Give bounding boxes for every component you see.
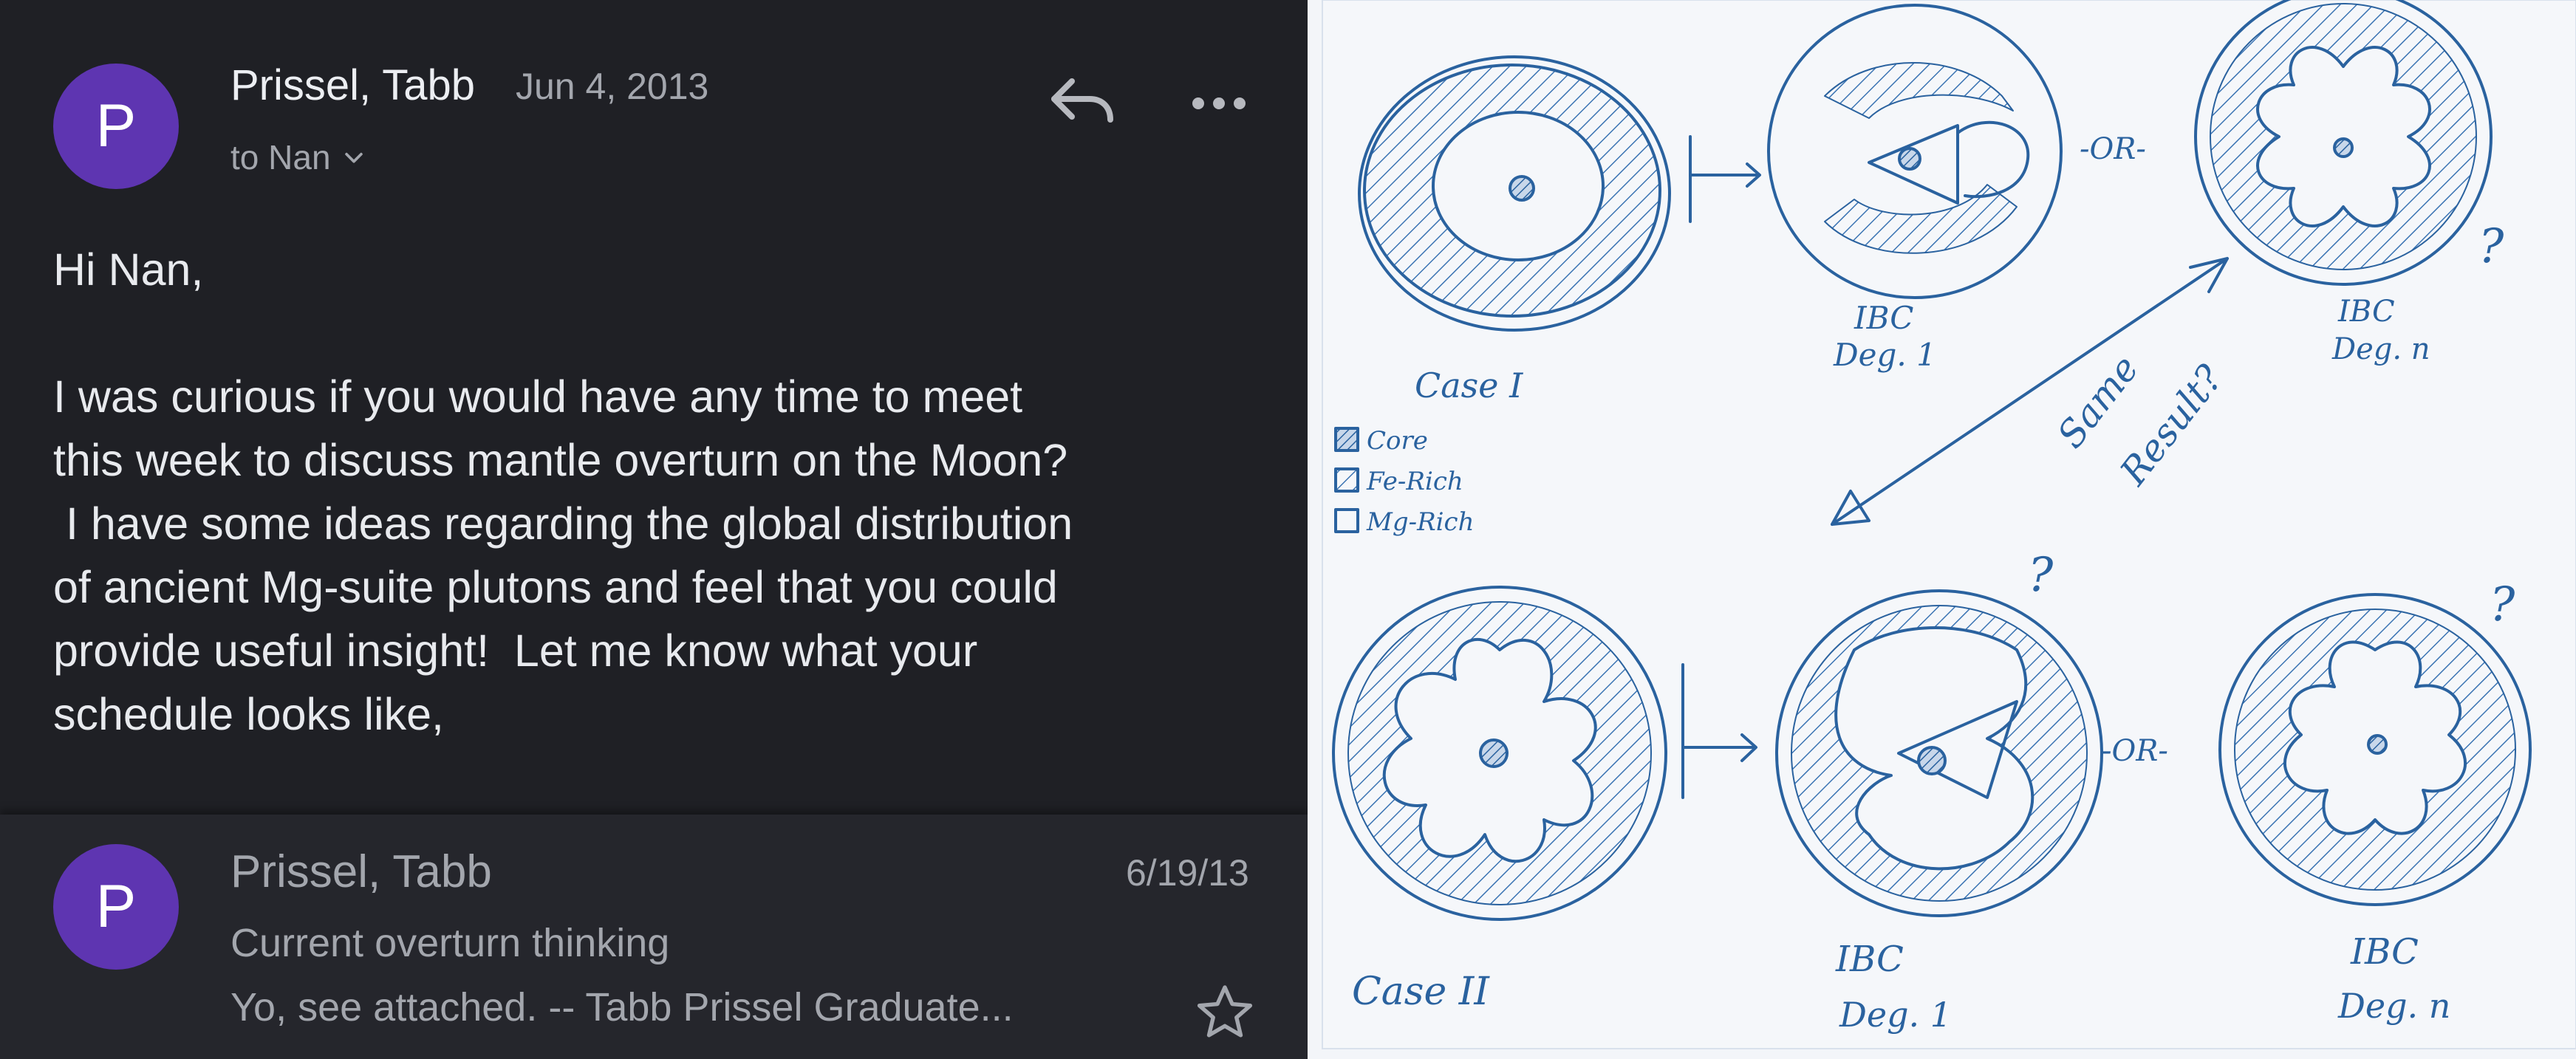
sender-avatar[interactable]: P (53, 844, 179, 970)
reply-button[interactable] (1042, 69, 1123, 136)
ibc-deg1-bottom-planet (1775, 589, 2103, 917)
body-line: this week to discuss mantle overturn on … (53, 435, 1068, 485)
body-line: I was curious if you would have any time… (53, 371, 1023, 422)
recipient-label: to Nan (230, 138, 331, 176)
email-thread-panel: P Prissel, Tabb Jun 4, 2013 to Nan Hi Na… (0, 0, 1308, 1059)
legend-mg-label: Mg-Rich (1366, 507, 1474, 537)
recipient-toggle[interactable]: to Nan (230, 137, 366, 177)
label-ibc-degn-top: IBC (2337, 295, 2395, 329)
attached-sketch-image: Case I Case II IBC Deg. 1 IBC Deg. n IBC… (1308, 0, 2576, 1059)
collapsed-message[interactable]: P Prissel, Tabb 6/19/13 Current overturn… (0, 815, 1308, 1059)
body-line: schedule looks like, (53, 689, 444, 739)
legend-core-swatch (1334, 427, 1359, 452)
same-result-arrow (1831, 257, 2229, 526)
label-ibc-deg1-top: IBC (1854, 300, 1913, 336)
label-or-top: -OR- (2080, 132, 2146, 166)
legend-fe-swatch (1334, 467, 1359, 493)
label-ibc-deg1-bottom-deg: Deg. 1 (1839, 995, 1952, 1035)
more-options-icon (1192, 97, 1246, 109)
body-line: of ancient Mg-suite plutons and feel tha… (53, 562, 1058, 612)
sender-avatar[interactable]: P (53, 64, 179, 189)
ibc-deg1-top-planet (1767, 4, 2063, 299)
message-subject: Current overturn thinking (230, 921, 670, 965)
label-case1: Case I (1415, 366, 1523, 405)
arrow-case1-to-ibc1 (1689, 135, 1761, 223)
label-case2: Case II (1352, 970, 1490, 1014)
body-line: Hi Nan, (53, 244, 204, 295)
reply-icon (1051, 78, 1113, 123)
case2-planet (1332, 586, 1667, 921)
question-mark: ? (2478, 219, 2504, 274)
question-mark: ? (2490, 578, 2515, 632)
body-line: I have some ideas regarding the global d… (53, 498, 1073, 549)
star-button[interactable] (1188, 976, 1262, 1049)
label-ibc-deg1-bottom: IBC (1835, 939, 1904, 980)
label-ibc-degn-top-deg: Deg. n (2331, 332, 2430, 366)
ibc-degn-bottom-planet (2218, 593, 2532, 906)
avatar-letter: P (95, 92, 137, 160)
message-date: 6/19/13 (1126, 852, 1249, 894)
legend-mg-swatch (1334, 508, 1359, 533)
message-snippet: Yo, see attached. -- Tabb Prissel Gradua… (230, 985, 1014, 1029)
avatar-letter: P (95, 873, 137, 940)
label-ibc-degn-bottom: IBC (2350, 931, 2419, 973)
message-date: Jun 4, 2013 (516, 66, 709, 107)
ibc-degn-top-planet (2194, 0, 2493, 286)
star-icon (1197, 985, 1253, 1038)
label-or-bottom: -OR- (2102, 734, 2168, 768)
question-mark: ? (2028, 548, 2054, 603)
legend-core-label: Core (1367, 426, 1428, 456)
more-options-button[interactable] (1182, 81, 1256, 126)
label-ibc-deg1-top-deg: Deg. 1 (1833, 337, 1936, 373)
chevron-down-icon (344, 152, 363, 163)
legend-fe-label: Fe-Rich (1366, 467, 1463, 496)
case1-planet (1358, 55, 1671, 332)
sender-name[interactable]: Prissel, Tabb (230, 61, 475, 109)
label-ibc-degn-bottom-deg: Deg. n (2337, 986, 2450, 1026)
sender-name: Prissel, Tabb (230, 846, 492, 897)
overturn-sketch: Case I Case II IBC Deg. 1 IBC Deg. n IBC… (1322, 0, 2576, 1049)
body-line: provide useful insight! Let me know what… (53, 626, 978, 676)
arrow-case2-to-ibc1 (1681, 663, 1757, 799)
